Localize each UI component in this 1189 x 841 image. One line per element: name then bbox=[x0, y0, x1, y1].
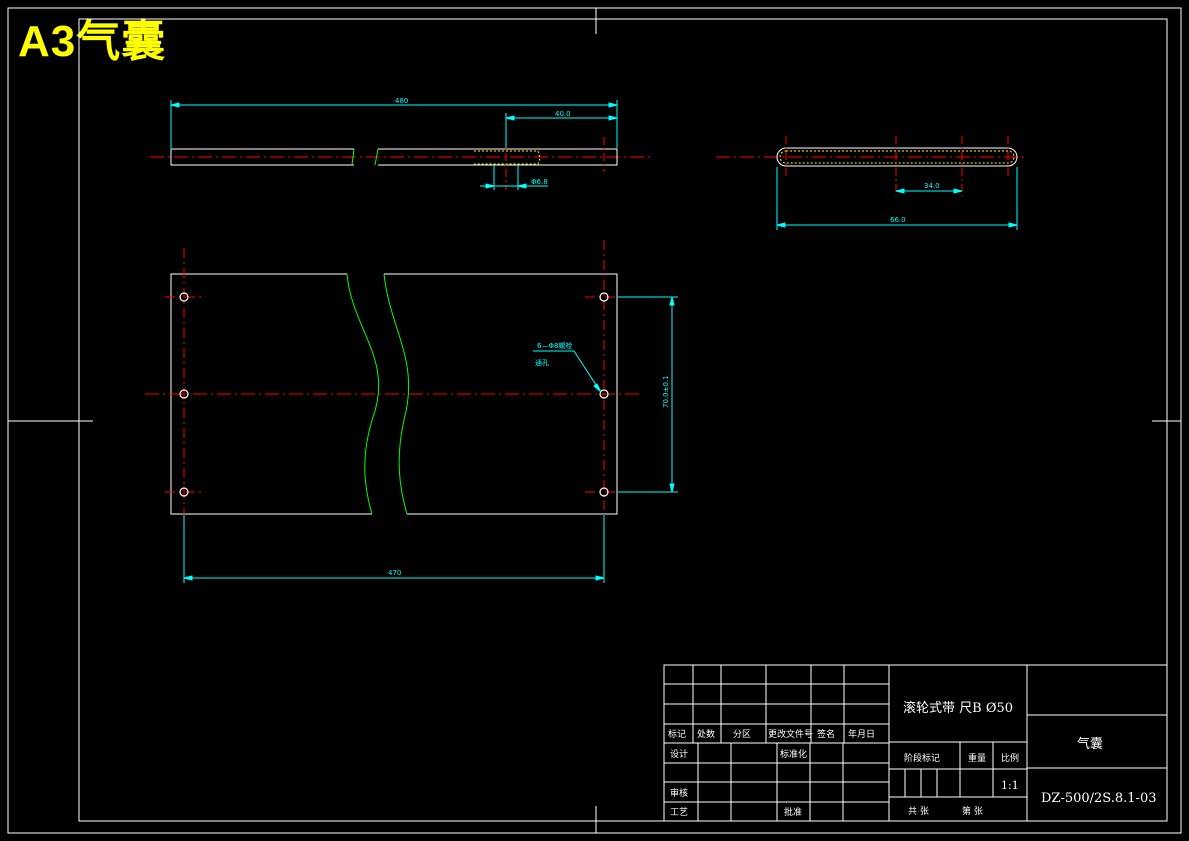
label-process: 工艺 bbox=[670, 807, 688, 818]
row-header-zone: 分区 bbox=[733, 729, 751, 740]
bolt-hole bbox=[179, 487, 189, 497]
bolt-hole bbox=[179, 389, 189, 399]
row-header-mark: 标记 bbox=[668, 728, 686, 740]
sheet-frame bbox=[7, 7, 1182, 834]
label-ratio: 比例 bbox=[1001, 752, 1019, 764]
drawing-title: A3气囊 bbox=[18, 17, 167, 66]
dim-side-inner: 34.0 bbox=[924, 182, 940, 190]
dim-side-outer: 66.0 bbox=[890, 216, 906, 224]
dim-plan-height: 70.0±0.1 bbox=[662, 375, 670, 408]
row-header-date: 年月日 bbox=[848, 728, 875, 740]
dim-top-length: 480 bbox=[395, 97, 408, 105]
row-header-signature: 签名 bbox=[817, 728, 835, 740]
label-sheet-no: 第 张 bbox=[962, 805, 983, 817]
dim-plan-length: 470 bbox=[388, 569, 401, 577]
label-review: 审核 bbox=[670, 787, 688, 799]
dim-top-offset: 40.0 bbox=[555, 110, 571, 118]
plan-view: 470 70.0±0.1 6—Φ8螺栓 通孔 bbox=[145, 240, 678, 583]
hole-callout-line2: 通孔 bbox=[535, 358, 549, 367]
label-weight: 重量 bbox=[968, 752, 986, 764]
label-designer: 设计 bbox=[670, 748, 688, 760]
side-view: 34.0 66.0 bbox=[716, 136, 1028, 230]
bolt-hole bbox=[599, 292, 609, 302]
bolt-hole bbox=[179, 292, 189, 302]
title-block-spec: 滚轮式带 尺B Ø50 bbox=[903, 700, 1013, 716]
title-block-drawing-number: DZ-500/2S.8.1-03 bbox=[1041, 791, 1157, 806]
title-block: 滚轮式带 尺B Ø50 气囊 DZ-500/2S.8.1-03 1:1 标记 处… bbox=[663, 664, 1168, 822]
title-block-part-name: 气囊 bbox=[1077, 736, 1103, 752]
dim-top-hole: Φ6.8 bbox=[531, 178, 548, 186]
row-header-change-doc: 更改文件号 bbox=[768, 728, 813, 740]
bolt-hole bbox=[599, 389, 609, 399]
row-header-count: 处数 bbox=[697, 728, 715, 740]
label-stage-mark: 阶段标记 bbox=[904, 752, 940, 764]
title-block-scale: 1:1 bbox=[1001, 779, 1019, 792]
bolt-hole bbox=[599, 487, 609, 497]
top-view: 480 40.0 Φ6.8 bbox=[150, 97, 652, 190]
hole-callout-line1: 6—Φ8螺栓 bbox=[537, 341, 572, 350]
label-sheets-total: 共 张 bbox=[908, 806, 929, 817]
label-approve: 批准 bbox=[784, 806, 802, 818]
label-standardize: 标准化 bbox=[780, 748, 807, 760]
